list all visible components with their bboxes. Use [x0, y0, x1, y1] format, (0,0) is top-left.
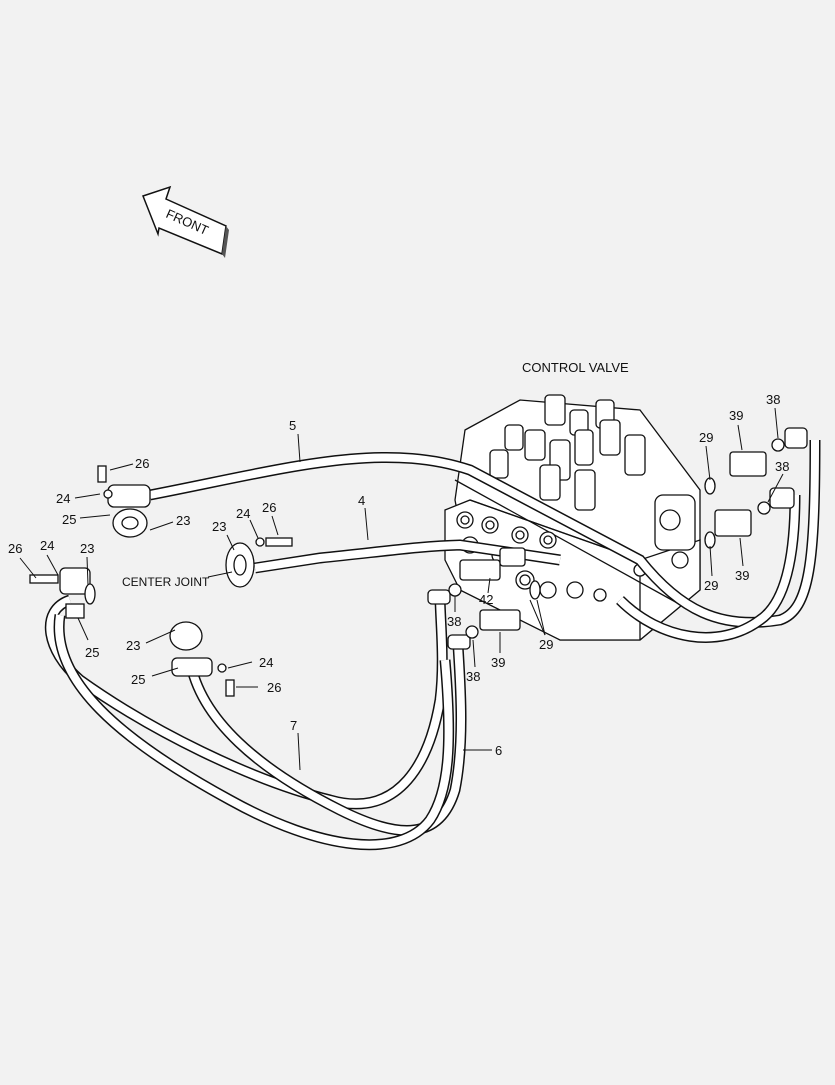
label-hose-5: 5: [289, 418, 296, 433]
label-38-c: 38: [447, 614, 461, 629]
label-26-a: 26: [135, 456, 149, 471]
label-hose-4: 4: [358, 493, 365, 508]
label-hose-7: 7: [290, 718, 297, 733]
label-38-b: 38: [775, 459, 789, 474]
front-arrow: FRONT: [142, 185, 229, 258]
center-joint-caption: CENTER JOINT: [122, 575, 210, 589]
label-25-a: 25: [62, 512, 76, 527]
label-39-c: 39: [491, 655, 505, 670]
label-29-a: 29: [699, 430, 713, 445]
fittings: [29, 427, 808, 697]
label-24-d: 24: [259, 655, 273, 670]
label-29-c: 29: [539, 637, 553, 652]
label-26-d: 26: [267, 680, 281, 695]
control-valve-caption: CONTROL VALVE: [522, 360, 629, 375]
control-valve-body: [444, 394, 701, 641]
label-24-a: 24: [56, 491, 70, 506]
label-38-a: 38: [766, 392, 780, 407]
label-23-c: 23: [80, 541, 94, 556]
leader-lines: [19, 407, 784, 771]
label-24-c: 24: [40, 538, 54, 553]
label-24-b: 24: [236, 506, 250, 521]
label-39-a: 39: [729, 408, 743, 423]
label-hose-6: 6: [495, 743, 502, 758]
label-42: 42: [479, 592, 493, 607]
label-23-b: 23: [212, 519, 226, 534]
label-39-b: 39: [735, 568, 749, 583]
label-26-c: 26: [8, 541, 22, 556]
label-23-a: 23: [176, 513, 190, 528]
label-38-d: 38: [466, 669, 480, 684]
label-23-d: 23: [126, 638, 140, 653]
hoses: [44, 439, 821, 851]
part-labels: 5 4 7 6 26 24 25 23 23 24 26 CENTER JOIN…: [8, 392, 789, 758]
label-26-b: 26: [262, 500, 276, 515]
label-25-c: 25: [85, 645, 99, 660]
label-25-d: 25: [131, 672, 145, 687]
label-29-b: 29: [704, 578, 718, 593]
